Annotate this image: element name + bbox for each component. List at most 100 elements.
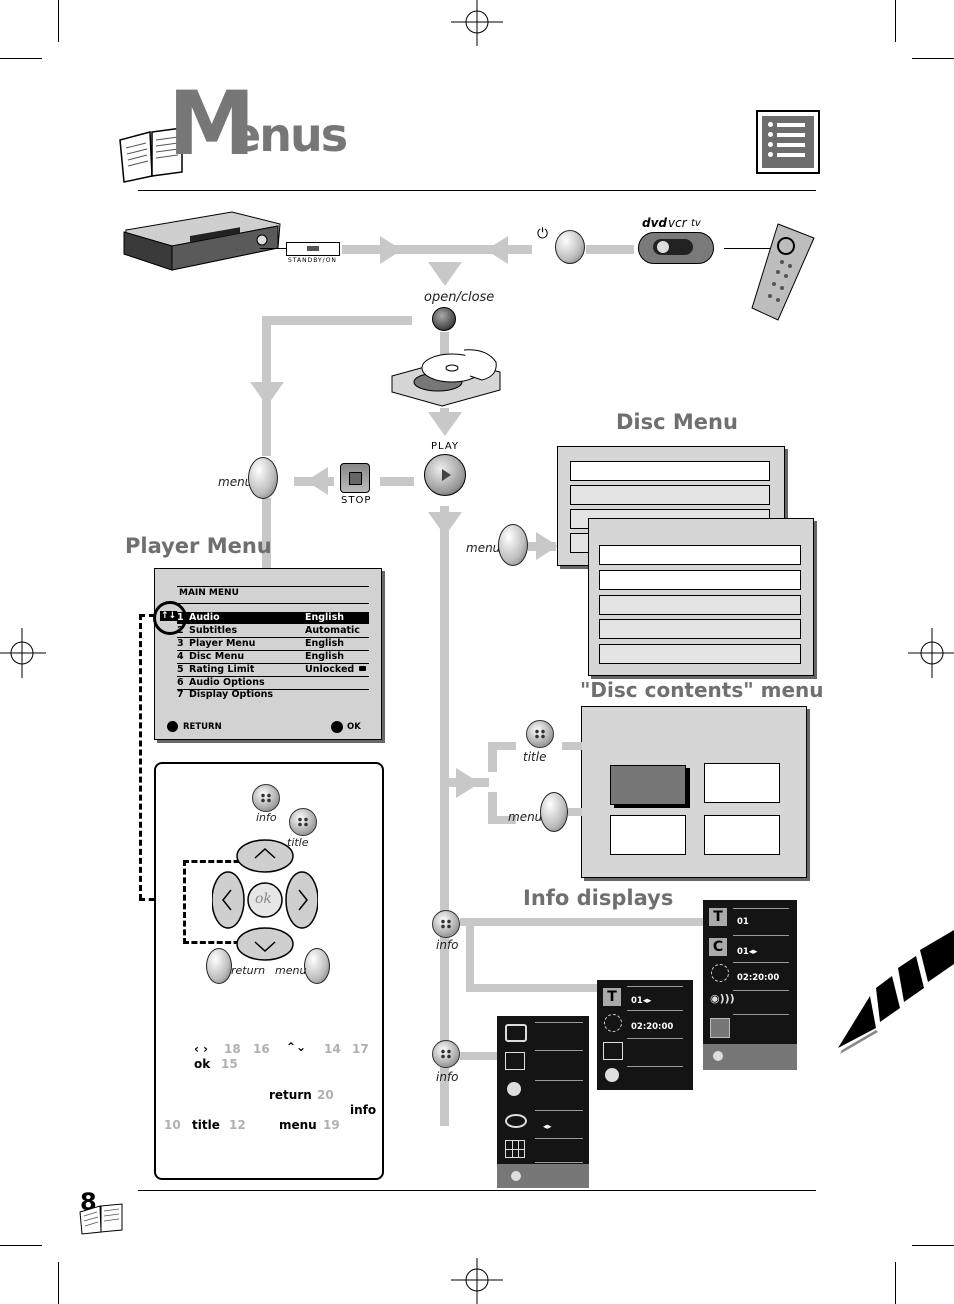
- arrow-left: [486, 236, 508, 264]
- play-button[interactable]: [424, 454, 466, 496]
- return-label: return: [231, 964, 266, 977]
- arrow-down: [428, 512, 462, 536]
- arrow-right: [536, 532, 558, 560]
- crop-mark: [912, 58, 954, 59]
- crop-mark: [58, 1262, 59, 1304]
- registration-mark: [908, 628, 954, 678]
- flow-line: [488, 816, 516, 824]
- dvd-player-illustration: [123, 211, 281, 271]
- info-button[interactable]: [252, 784, 280, 812]
- menu-label: menu: [508, 810, 543, 824]
- page-title-initial: M: [168, 72, 256, 175]
- info-label: info: [436, 938, 459, 952]
- arrow-down: [428, 412, 462, 436]
- disc-menu-screen-front: [588, 518, 814, 676]
- remote-pad-panel: [154, 762, 384, 1180]
- stop-button[interactable]: [340, 463, 370, 493]
- page-title: enus: [230, 108, 348, 162]
- highlight-circle: [153, 601, 187, 635]
- power-icon: ⏻: [537, 226, 549, 242]
- title-icon: T: [709, 908, 727, 926]
- info-panel-small: ◂▸: [497, 1016, 589, 1188]
- header-rule: [138, 190, 816, 191]
- info-button[interactable]: [432, 1040, 460, 1068]
- flow-line: [262, 498, 271, 568]
- thumbnail[interactable]: [704, 815, 780, 855]
- arrow-down: [428, 262, 462, 286]
- info-title-value: 01: [737, 917, 749, 927]
- legend-title: title: [192, 1118, 220, 1132]
- decorative-stripes: [838, 930, 954, 1054]
- flow-line: [466, 984, 598, 992]
- menu-button[interactable]: [248, 457, 278, 499]
- info-time-value: 02:20:00: [631, 1022, 674, 1032]
- crop-mark: [895, 0, 896, 42]
- footer-rule: [138, 1190, 816, 1191]
- zoom-icon: [605, 1068, 619, 1082]
- title-button[interactable]: [289, 808, 317, 836]
- info-arrows-value: ◂▸: [543, 1122, 552, 1132]
- navigation-pad[interactable]: [212, 838, 318, 962]
- thumbnail[interactable]: [610, 815, 686, 855]
- disc-tray-illustration: [391, 349, 501, 407]
- legend-arrows-ud: ⌃⌄: [286, 1040, 307, 1054]
- info-panel-medium: T 01◂▸ 02:20:00: [597, 980, 693, 1090]
- frame-icon: [505, 1052, 525, 1070]
- legend-arrows-lr: ‹ ›: [194, 1042, 209, 1056]
- flow-line: [460, 918, 704, 926]
- book-icon: [79, 1203, 123, 1235]
- selector-label-dvd: dvd: [642, 216, 668, 230]
- disc-3d-icon: [505, 1114, 527, 1128]
- arrow-down: [250, 382, 284, 406]
- info-label: info: [436, 1070, 459, 1084]
- legend-number: 15: [221, 1057, 238, 1071]
- mode-selector-switch[interactable]: [638, 232, 714, 264]
- thumbnail-selected[interactable]: [610, 765, 686, 805]
- clock-icon: [711, 964, 729, 982]
- info-chapter-value: 01◂▸: [737, 947, 758, 957]
- arrow-right: [456, 768, 480, 798]
- flow-line: [380, 477, 414, 486]
- legend-return: return: [269, 1088, 312, 1102]
- dashed-connector: [139, 614, 155, 617]
- open-close-button[interactable]: [432, 307, 456, 331]
- legend-number: 19: [323, 1118, 340, 1132]
- crop-mark: [0, 58, 42, 59]
- standby-button[interactable]: [286, 242, 340, 256]
- registration-mark: [451, 0, 503, 46]
- menu-label: menu: [275, 964, 307, 977]
- thumbnail[interactable]: [704, 763, 780, 803]
- flow-line: [440, 332, 449, 360]
- angle-icon: [603, 1042, 623, 1060]
- crop-mark: [0, 1245, 42, 1246]
- legend-number: 16: [253, 1042, 270, 1056]
- info-panel-large: T 01 C 01◂▸ 02:20:00 ◉))): [703, 900, 797, 1070]
- flow-line: [262, 316, 412, 325]
- registration-mark: [0, 628, 46, 678]
- info-button[interactable]: [432, 910, 460, 938]
- return-button[interactable]: [206, 948, 232, 984]
- flow-line: [342, 245, 532, 254]
- flow-line: [568, 808, 582, 816]
- menu-button[interactable]: [498, 524, 528, 566]
- audio-icon: ◉))): [710, 992, 735, 1005]
- flow-line: [488, 742, 516, 750]
- info-time-value: 02:20:00: [737, 973, 780, 983]
- title-button[interactable]: [526, 720, 554, 748]
- dashed-connector: [139, 614, 142, 900]
- leader-line: [260, 248, 286, 249]
- menu-button[interactable]: [540, 792, 568, 832]
- lock-icon: [359, 666, 366, 671]
- chapter-icon: C: [709, 938, 727, 956]
- flow-line: [586, 245, 634, 254]
- menu-button[interactable]: [304, 948, 330, 984]
- power-button[interactable]: [555, 230, 585, 264]
